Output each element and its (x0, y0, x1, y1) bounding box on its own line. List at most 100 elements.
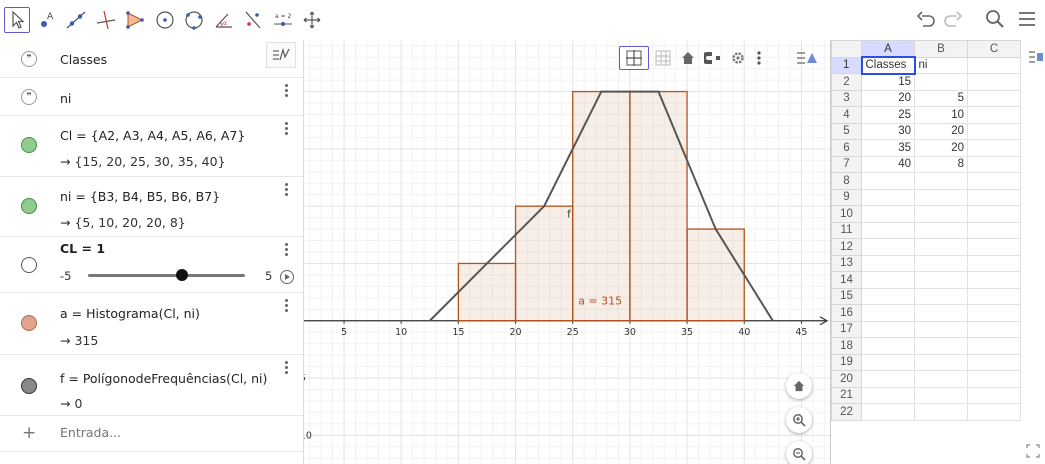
spreadsheet-cell[interactable]: 20 (914, 139, 968, 157)
spreadsheet-cell[interactable] (914, 304, 968, 322)
more-options-icon[interactable] (285, 361, 289, 376)
column-header-b[interactable]: B (914, 40, 968, 58)
spreadsheet-cell[interactable]: 20 (861, 89, 915, 107)
spreadsheet-cell[interactable] (967, 122, 1021, 140)
row-header[interactable]: 21 (831, 386, 862, 404)
spreadsheet-cell[interactable] (967, 337, 1021, 355)
spreadsheet-cell[interactable] (914, 188, 968, 206)
row-header[interactable]: 6 (831, 139, 862, 157)
spreadsheet-cell[interactable]: 8 (914, 155, 968, 173)
point-tool[interactable]: A (34, 7, 60, 33)
spreadsheet-cell[interactable] (967, 304, 1021, 322)
line-tool[interactable] (63, 7, 89, 33)
spreadsheet-cell[interactable] (967, 320, 1021, 338)
spreadsheet-cell[interactable] (967, 188, 1021, 206)
spreadsheet-cell[interactable]: 10 (914, 106, 968, 124)
spreadsheet-cell[interactable] (967, 238, 1021, 256)
circle-three-points-tool[interactable] (181, 7, 207, 33)
spreadsheet-cell[interactable]: 30 (861, 122, 915, 140)
spreadsheet-cell[interactable] (861, 254, 915, 272)
histogram-bar[interactable] (686, 228, 745, 322)
spreadsheet-cell[interactable] (914, 172, 968, 190)
algebra-row-ni-text[interactable]: ❞ ni (0, 78, 303, 116)
row-header[interactable]: 14 (831, 271, 862, 289)
row-header[interactable]: 5 (831, 122, 862, 140)
more-options-icon[interactable] (285, 84, 289, 99)
more-options-icon[interactable] (285, 122, 289, 137)
spreadsheet-cell[interactable] (861, 320, 915, 338)
spreadsheet-cell[interactable] (914, 73, 968, 91)
toggle-grid-button[interactable] (652, 46, 674, 70)
visibility-toggle-icon[interactable] (21, 137, 37, 153)
spreadsheet-cell[interactable] (861, 337, 915, 355)
algebra-row-ni[interactable]: ni = {B3, B4, B5, B6, B7} → {5, 10, 20, … (0, 177, 303, 237)
polygon-tool[interactable] (122, 7, 148, 33)
row-header[interactable]: 13 (831, 254, 862, 272)
column-header-a[interactable]: A (861, 40, 915, 58)
more-options-icon[interactable] (285, 183, 289, 198)
spreadsheet-cell[interactable] (967, 56, 1021, 74)
row-header[interactable]: 18 (831, 337, 862, 355)
algebra-row-histogram[interactable]: a = Histograma(Cl, ni) → 315 (0, 293, 303, 355)
frequency-polygon-f[interactable] (429, 90, 774, 322)
slider-track[interactable] (88, 274, 245, 277)
main-menu-button[interactable] (1014, 6, 1040, 32)
spreadsheet-cell[interactable] (861, 304, 915, 322)
spreadsheet-cell[interactable] (861, 188, 915, 206)
standard-view-button[interactable] (678, 46, 698, 70)
spreadsheet-cell[interactable] (861, 370, 915, 388)
slider-handle[interactable] (176, 269, 189, 281)
reflect-tool[interactable] (240, 7, 266, 33)
home-view-button[interactable] (786, 373, 812, 399)
spreadsheet-cell[interactable]: Classes (860, 56, 916, 75)
spreadsheet-cell[interactable] (861, 205, 915, 223)
spreadsheet-cell[interactable] (914, 353, 968, 371)
row-header[interactable]: 20 (831, 370, 862, 388)
spreadsheet-style-bar-button[interactable] (1027, 46, 1045, 68)
spreadsheet-cell[interactable]: 25 (861, 106, 915, 124)
undo-button[interactable] (913, 6, 939, 32)
spreadsheet-cell[interactable] (967, 205, 1021, 223)
row-header[interactable]: 7 (831, 155, 862, 173)
spreadsheet-cell[interactable]: 35 (861, 139, 915, 157)
row-header[interactable]: 17 (831, 320, 862, 338)
spreadsheet-cell[interactable] (967, 403, 1021, 421)
row-header[interactable]: 2 (831, 73, 862, 91)
spreadsheet-cell[interactable] (914, 386, 968, 404)
row-header[interactable]: 11 (831, 221, 862, 239)
spreadsheet-cell[interactable]: 40 (861, 155, 915, 173)
search-button[interactable] (982, 6, 1008, 32)
angle-tool[interactable]: α (211, 7, 237, 33)
spreadsheet-cell[interactable]: ni (914, 56, 968, 74)
algebra-row-classes[interactable]: ❞ Classes (0, 40, 303, 78)
algebra-input[interactable] (60, 425, 280, 440)
spreadsheet-cell[interactable] (914, 337, 968, 355)
spreadsheet-cell[interactable] (914, 320, 968, 338)
spreadsheet-cell[interactable] (914, 370, 968, 388)
frequency-polygon-line[interactable] (429, 90, 774, 322)
row-header[interactable]: 16 (831, 304, 862, 322)
visibility-toggle-icon[interactable] (21, 198, 37, 214)
row-header[interactable]: 22 (831, 403, 862, 421)
column-header-c[interactable]: C (967, 40, 1021, 58)
spreadsheet-cell[interactable] (861, 287, 915, 305)
algebra-row-polygon[interactable]: f = PolígonodeFrequências(Cl, ni) → 0 (0, 355, 303, 416)
histogram-bar[interactable] (572, 90, 631, 322)
slider-tool[interactable]: a = 2 (270, 7, 296, 33)
spreadsheet-cell[interactable] (967, 386, 1021, 404)
spreadsheet-cell[interactable] (967, 254, 1021, 272)
histogram-bar[interactable] (514, 205, 574, 322)
more-options-icon[interactable] (285, 243, 289, 258)
row-header[interactable]: 12 (831, 238, 862, 256)
play-animation-button[interactable] (280, 270, 294, 284)
spreadsheet-cell[interactable] (967, 353, 1021, 371)
algebra-input-row[interactable]: + (0, 416, 303, 452)
visibility-toggle-icon[interactable] (21, 378, 37, 394)
spreadsheet-cell[interactable]: 20 (914, 122, 968, 140)
spreadsheet-cell[interactable]: 15 (861, 73, 915, 91)
spreadsheet-cell[interactable] (861, 172, 915, 190)
row-header[interactable]: 1 (831, 56, 862, 74)
